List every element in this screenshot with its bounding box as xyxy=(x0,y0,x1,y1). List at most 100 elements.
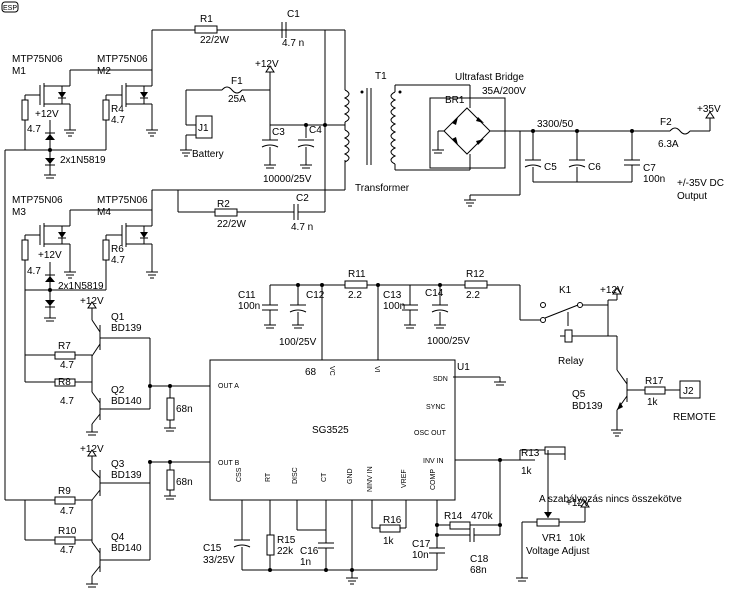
v35-label: +35V xyxy=(697,104,721,115)
battery-connector-j1 xyxy=(180,115,213,157)
r7-value: 4.7 xyxy=(60,360,74,371)
r4-ref: R4 xyxy=(111,104,124,115)
relay-k1 xyxy=(540,287,622,370)
ic-name: SG3525 xyxy=(312,425,349,436)
ic-pin-sdn: SDN xyxy=(433,376,448,383)
r2-ref: R2 xyxy=(217,199,230,210)
m1-ref: M1 xyxy=(12,66,26,77)
r15-value: 22k xyxy=(277,546,294,557)
c14-ref: C14 xyxy=(425,288,444,299)
q1-part: BD139 xyxy=(111,323,142,334)
bridge-title: Ultrafast Bridge xyxy=(455,72,524,83)
ic-pin-ninv: NINV IN xyxy=(367,466,374,492)
ic-pin-13: 68 xyxy=(305,367,317,378)
diode-pair-1 xyxy=(25,120,106,179)
c34-value: 10000/25V xyxy=(263,174,312,185)
output-line2: Output xyxy=(677,191,707,202)
c3-ref: C3 xyxy=(272,127,285,138)
r13-value: 1k xyxy=(521,466,533,477)
r11-value: 2.2 xyxy=(348,290,362,301)
r14-value: 470k xyxy=(471,511,494,522)
relay-ref: K1 xyxy=(559,285,572,296)
r10-ref: R10 xyxy=(58,526,77,537)
c1-ref: C1 xyxy=(287,9,300,20)
r12-value: 2.2 xyxy=(466,290,480,301)
mosfet-m1 xyxy=(39,70,71,130)
c11-value: 100n xyxy=(238,301,260,312)
c56-value: 3300/50 xyxy=(537,119,574,130)
ic-pin-vref: VREF xyxy=(401,469,408,488)
c18-ref: C18 xyxy=(470,554,489,565)
r8-ref: R8 xyxy=(58,377,71,388)
c12-value: 100/25V xyxy=(279,337,317,348)
base-link-out-a xyxy=(148,384,210,432)
bridge-rating: 35A/200V xyxy=(482,86,526,97)
t1-label: Transformer xyxy=(355,183,410,194)
driver-q2 xyxy=(86,386,151,436)
ic-pin-ct: CT xyxy=(321,472,328,482)
c2-value: 4.7 n xyxy=(291,222,313,233)
c16-value: 1n xyxy=(300,557,311,568)
m1-part: MTP75N06 xyxy=(12,54,63,65)
q3-part: BD139 xyxy=(111,470,142,481)
r7-ref: R7 xyxy=(58,341,71,352)
r4-value: 4.7 xyxy=(111,115,125,126)
r16-value: 1k xyxy=(383,536,395,547)
mosfet-m4 xyxy=(121,210,153,272)
r1-value: 22/2W xyxy=(200,35,229,46)
driver-q1: +12V xyxy=(80,296,151,386)
snubber-r2-c2 xyxy=(177,30,326,220)
f1-ref: F1 xyxy=(231,76,243,87)
ic-pin-disc: DISC xyxy=(292,467,299,484)
v12-label-relay: +12V xyxy=(600,285,624,296)
gate-resistor-r3 xyxy=(21,94,40,150)
annotation-note: A szabályozás nincs összekötve xyxy=(539,494,682,505)
r3-value: 4.7 xyxy=(27,124,41,135)
q2-part: BD140 xyxy=(111,396,142,407)
diodes-d12-label: 2x1N5819 xyxy=(60,155,106,166)
ic-pin-vi: VI xyxy=(373,366,380,373)
m3-part: MTP75N06 xyxy=(12,195,63,206)
ic-pin-vc: VC xyxy=(328,366,335,376)
j1-ref: J1 xyxy=(198,123,209,134)
j1-label: Battery xyxy=(192,149,224,160)
q5-ref: Q5 xyxy=(572,389,586,400)
c16-ref: C16 xyxy=(300,546,319,557)
ic-pin-gnd: GND xyxy=(347,468,354,484)
r14-ref: R14 xyxy=(444,511,463,522)
c7-value: 100n xyxy=(643,174,665,185)
ic-pin-invin: INV IN xyxy=(423,458,444,465)
r9-ref: R9 xyxy=(58,486,71,497)
m3-ref: M3 xyxy=(12,207,26,218)
ic-ref: U1 xyxy=(457,362,470,373)
c7-ref: C7 xyxy=(643,163,656,174)
r12-ref: R12 xyxy=(466,269,485,280)
diode-pair-2 xyxy=(24,260,107,322)
fuse-f2 xyxy=(669,111,715,135)
r2-value: 22/2W xyxy=(217,219,246,230)
transistor-q5 xyxy=(611,369,701,437)
r68b-value: 68n xyxy=(176,477,193,488)
m2-ref: M2 xyxy=(97,66,111,77)
output-line1: +/-35V DC xyxy=(677,178,724,189)
c17-value: 10n xyxy=(412,550,429,561)
r15-ref: R15 xyxy=(277,535,296,546)
emitter-resistors-r7-r8 xyxy=(24,290,93,392)
emitter-resistors-r9-r10 xyxy=(24,496,93,545)
j2-ref: J2 xyxy=(683,386,694,397)
c17-ref: C17 xyxy=(412,539,431,550)
ic-pin-css: CSS xyxy=(236,467,243,482)
j2-label: REMOTE xyxy=(673,412,716,423)
c13-value: 100n xyxy=(383,301,405,312)
driver-q4 xyxy=(86,541,150,588)
c15-value: 33/25V xyxy=(203,555,235,566)
r13-ref: R13 xyxy=(521,448,540,459)
ic-pin-outb: OUT B xyxy=(218,460,240,467)
c14-value: 1000/25V xyxy=(427,336,470,347)
mosfet-m2 xyxy=(121,70,153,130)
f1-value: 25A xyxy=(228,94,246,105)
r17-value: 1k xyxy=(647,397,659,408)
r11-ref: R11 xyxy=(348,269,366,280)
ic-pin-comp: COMP xyxy=(430,469,437,490)
